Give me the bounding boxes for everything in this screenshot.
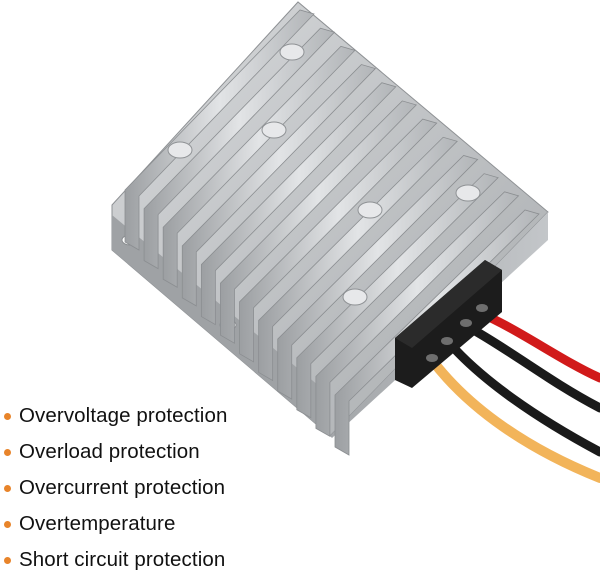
heatsink-fin [239,118,438,363]
output-wires [427,307,600,483]
wire-connector [395,260,502,388]
heatsink-fin [296,173,499,419]
bullet-dot [4,412,11,420]
heatsink-fin [258,136,458,382]
feature-text: Overtemperature [19,512,176,535]
feature-list: Overvoltage protection Overload protecti… [0,398,227,578]
bullet-dot [4,448,11,456]
heatsink-fin [334,209,540,456]
list-item: Overload protection [0,434,227,470]
feature-text: Overload protection [19,440,200,463]
feature-text: Overvoltage protection [19,404,228,427]
heatsink-fin [143,27,336,270]
heatsink-fins [124,9,540,456]
list-item: Short circuit protection [0,542,227,578]
list-item: Overtemperature [0,506,227,542]
feature-text: Short circuit protection [19,548,226,571]
heatsink-fin [277,155,479,400]
heatsink-fin [181,64,377,307]
bullet-dot [4,556,11,564]
housing-screws [167,43,481,306]
heatsink-fin [162,45,356,288]
heatsink-fin [315,191,520,438]
heatsink-fin [124,9,315,251]
bullet-dot [4,520,11,528]
list-item: Overcurrent protection [0,470,227,506]
bullet-dot [4,484,11,492]
list-item: Overvoltage protection [0,398,227,434]
heatsink-fin [200,82,397,326]
feature-text: Overcurrent protection [19,476,226,499]
heatsink-fin [220,100,418,344]
